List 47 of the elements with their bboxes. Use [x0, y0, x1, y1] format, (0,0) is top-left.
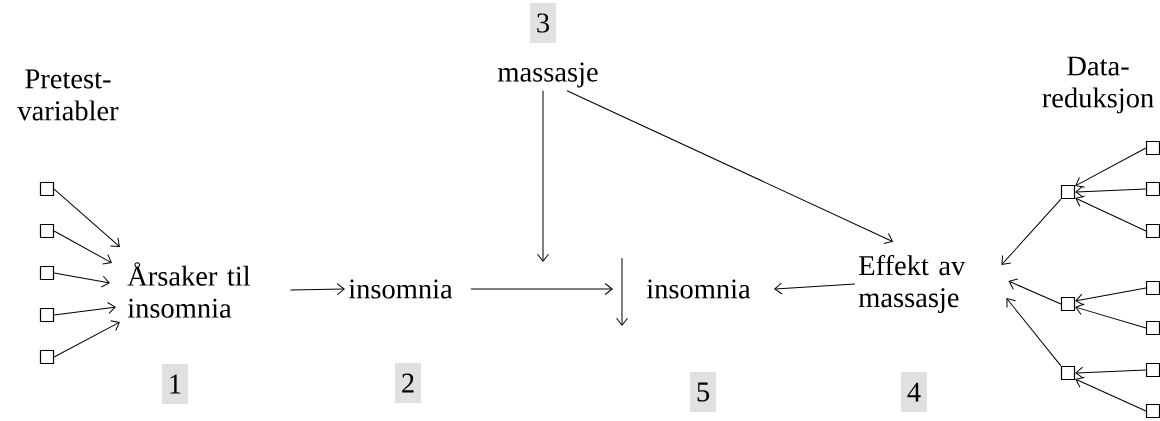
indicator-box — [1145, 362, 1160, 378]
indicator-box — [1145, 181, 1160, 197]
arrow — [1075, 287, 1147, 306]
arrow — [1075, 185, 1147, 198]
arrow — [53, 320, 120, 358]
number-label: 3 — [530, 3, 556, 43]
arrow — [53, 230, 112, 265]
indicator-box — [39, 223, 55, 239]
variable-label: massasje — [497, 62, 598, 88]
variable-label: insomnia — [348, 279, 453, 299]
number-label: 2 — [395, 363, 421, 403]
arrow — [1001, 198, 1062, 265]
arrow — [1006, 298, 1062, 367]
indicator-box — [39, 265, 55, 281]
number-label: 1 — [162, 364, 188, 404]
arrow — [53, 188, 120, 247]
indicator-box — [39, 181, 55, 197]
variable-label: Årsaker til insomnia — [127, 262, 251, 318]
number-label: 5 — [690, 372, 716, 412]
indicator-box — [1060, 365, 1076, 381]
arrow — [1075, 303, 1147, 329]
arrow — [566, 90, 893, 244]
arrow — [537, 90, 549, 262]
indicator-box — [1060, 184, 1076, 200]
axis-heading: Pretest- variabler — [17, 69, 119, 121]
arrow — [1075, 147, 1147, 188]
indicator-box — [1145, 223, 1160, 239]
indicator-box — [1145, 403, 1160, 419]
arrow — [1008, 278, 1062, 305]
indicator-box — [1145, 320, 1160, 336]
indicator-box — [1145, 280, 1160, 296]
indicator-box — [1145, 140, 1160, 156]
indicator-box — [39, 307, 55, 323]
arrow — [774, 282, 856, 295]
arrow — [1075, 195, 1147, 232]
variable-label: Effekt av massasje — [858, 254, 966, 314]
arrow — [1075, 366, 1147, 379]
arrow — [53, 302, 116, 316]
axis-heading: Data- reduksjon — [1042, 56, 1154, 114]
arrow — [289, 283, 345, 296]
number-label: 4 — [901, 372, 927, 412]
indicator-box — [39, 349, 55, 365]
arrow — [470, 283, 613, 295]
variable-label: insomnia — [646, 279, 751, 299]
arrow — [1075, 376, 1147, 412]
indicator-box — [1060, 296, 1076, 312]
arrow — [53, 272, 110, 288]
